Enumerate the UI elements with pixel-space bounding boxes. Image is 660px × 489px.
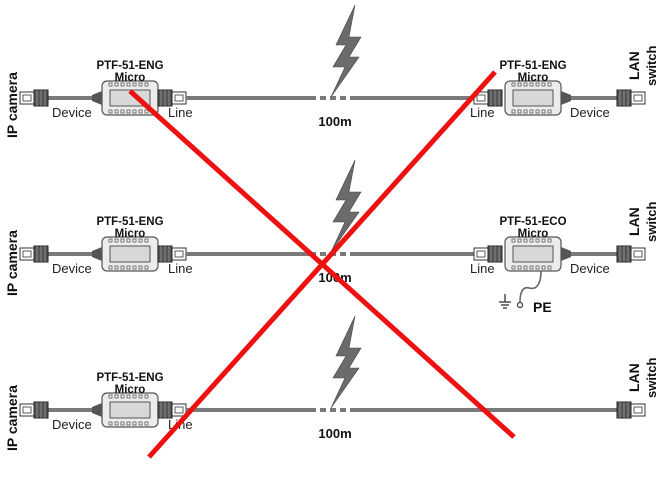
cable-strain-relief: [92, 247, 102, 261]
rj45-plug-icon: [616, 401, 646, 419]
lan-label: LAN: [626, 363, 642, 392]
row-1: IP camera PTF-51-ENG Micro Device Line 1…: [4, 4, 659, 138]
surge-module-left: [101, 236, 159, 272]
ip-camera-label: IP camera: [4, 230, 20, 296]
rj45-plug-icon: [616, 89, 646, 107]
port-label-line: Line: [470, 261, 495, 276]
cross-stroke-2: [147, 70, 497, 459]
surge-module-right: [504, 236, 562, 272]
row-2: IP camera PTF-51-ENG Micro Device Line 1…: [4, 159, 659, 315]
surge-module-left: [101, 392, 159, 428]
lightning-bolt-icon: [330, 4, 362, 98]
module-model-label: PTF-51-ENG: [96, 372, 163, 384]
cable-strain-relief: [561, 91, 571, 105]
module-model-label: PTF-51-ECO: [499, 216, 566, 228]
switch-label: switch: [644, 45, 659, 86]
rj45-plug-icon: [19, 245, 49, 263]
rj45-plug-icon: [157, 401, 187, 419]
rj45-plug-icon: [616, 245, 646, 263]
module-variant-label: Micro: [115, 384, 146, 396]
cable-strain-relief: [92, 403, 102, 417]
rj45-plug-icon: [19, 401, 49, 419]
ground-symbol-icon: [499, 294, 511, 309]
ip-camera-label: IP camera: [4, 72, 20, 138]
lightning-bolt-icon: [330, 315, 362, 409]
module-variant-label: Micro: [115, 72, 146, 84]
rj45-plug-icon: [19, 89, 49, 107]
rj45-plug-icon: [157, 89, 187, 107]
ring-terminal-icon: [516, 301, 524, 309]
pe-label: PE: [533, 299, 552, 315]
port-label-line: Line: [168, 261, 193, 276]
module-model-label: PTF-51-ENG: [96, 60, 163, 72]
module-variant-label: Micro: [518, 72, 549, 84]
port-label-device: Device: [52, 105, 92, 120]
switch-label: switch: [644, 357, 659, 398]
cross-out-icon: [128, 70, 516, 459]
rj45-plug-icon: [157, 245, 187, 263]
row-3: IP camera PTF-51-ENG Micro Device Line 1…: [4, 315, 659, 451]
port-label-device: Device: [52, 261, 92, 276]
ip-camera-label: IP camera: [4, 385, 20, 451]
port-label-device: Device: [570, 261, 610, 276]
module-variant-label: Micro: [115, 228, 146, 240]
distance-label: 100m: [318, 114, 351, 129]
port-label-device: Device: [570, 105, 610, 120]
distance-label: 100m: [318, 426, 351, 441]
port-label-line: Line: [470, 105, 495, 120]
cable-strain-relief: [561, 247, 571, 261]
lan-label: LAN: [626, 51, 642, 80]
port-label-device: Device: [52, 417, 92, 432]
port-label-line: Line: [168, 105, 193, 120]
module-variant-label: Micro: [518, 228, 549, 240]
module-model-label: PTF-51-ENG: [96, 216, 163, 228]
cable-strain-relief: [92, 91, 102, 105]
surge-module-right: [504, 80, 562, 116]
ground-wire: [519, 270, 542, 303]
rj45-plug-icon: [473, 245, 503, 263]
lan-label: LAN: [626, 207, 642, 236]
switch-label: switch: [644, 201, 659, 242]
module-model-label: PTF-51-ENG: [499, 60, 566, 72]
